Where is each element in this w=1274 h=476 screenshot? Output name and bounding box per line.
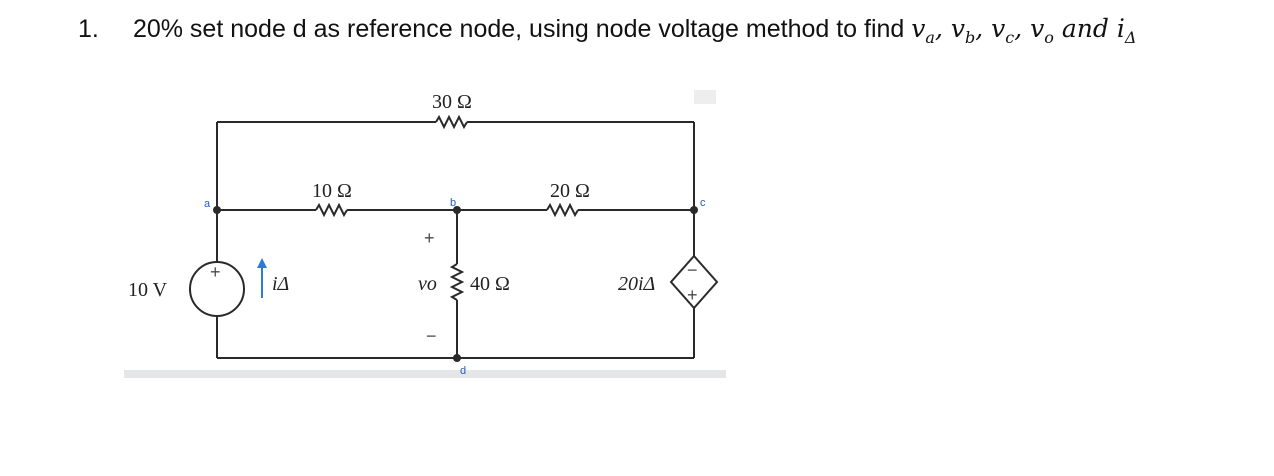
question-vars: va, vb, vc, vo and iΔ — [911, 14, 1137, 47]
figure-corner-mark — [694, 90, 716, 104]
var-i-delta: iΔ — [1116, 14, 1137, 47]
dep-source-minus-sign: − — [687, 260, 698, 280]
node-b-dot — [453, 206, 461, 214]
var-vo: vo — [1030, 14, 1054, 47]
circuit-diagram: a b c d 30 Ω 10 Ω 20 Ω 40 Ω 10 V + iΔ + … — [124, 90, 726, 378]
label-10-ohm: 10 Ω — [312, 180, 352, 202]
node-a-label: a — [204, 198, 211, 210]
question-body: 20% set node d as reference node, using … — [132, 15, 905, 43]
middle-branch — [449, 210, 465, 358]
question-number: 1. — [78, 15, 99, 43]
node-d-dot — [453, 354, 461, 362]
and-word: and — [1061, 14, 1109, 43]
current-arrow — [257, 258, 267, 298]
var-vb: vb, — [950, 14, 992, 47]
source-plus-sign: + — [210, 262, 221, 282]
node-a-dot — [213, 206, 221, 214]
resistor-30-ohm — [435, 114, 468, 130]
dep-source-plus-sign: + — [687, 285, 698, 305]
label-dependent-source: 20iΔ — [618, 273, 655, 295]
var-va: va, — [911, 14, 951, 47]
var-vc: vc, — [991, 14, 1031, 47]
right-branch — [669, 210, 719, 358]
node-c-label: c — [700, 197, 706, 209]
resistor-20-ohm — [546, 202, 579, 218]
label-30-ohm: 30 Ω — [432, 91, 472, 113]
label-i-delta: iΔ — [272, 273, 289, 295]
label-10-volts: 10 V — [128, 279, 168, 301]
node-d-label: d — [460, 365, 466, 377]
figure-bottom-bar — [124, 370, 726, 378]
node-c-dot — [690, 206, 698, 214]
vo-minus-sign: − — [426, 326, 437, 346]
node-b-label: b — [450, 197, 456, 209]
top-wire — [216, 114, 695, 210]
question-text: 1. 20% set node d as reference node, usi… — [78, 14, 1136, 47]
label-40-ohm: 40 Ω — [470, 273, 510, 295]
label-20-ohm: 20 Ω — [550, 180, 590, 202]
left-branch — [189, 210, 245, 358]
resistor-10-ohm — [315, 202, 348, 218]
vo-plus-sign: + — [424, 228, 435, 248]
resistor-40-ohm — [449, 263, 465, 301]
circuit-figure: a b c d 30 Ω 10 Ω 20 Ω 40 Ω 10 V + iΔ + … — [124, 84, 726, 380]
middle-wire — [217, 202, 694, 218]
label-vo: vo — [418, 273, 437, 295]
